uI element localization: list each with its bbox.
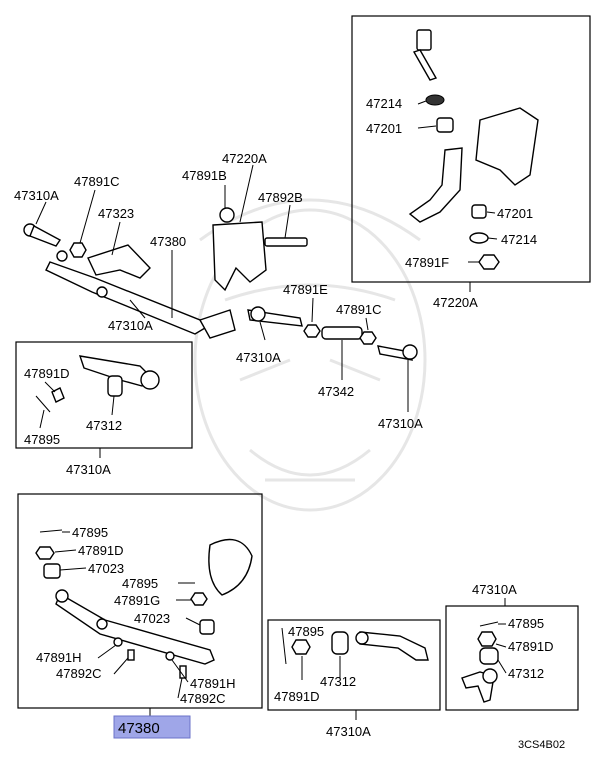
label-47323: 47323: [98, 206, 134, 221]
label-47892C-a: 47892C: [56, 666, 102, 681]
tie-rod-end-middle-parts: [281, 627, 429, 665]
label-47891D-left: 47891D: [24, 366, 70, 381]
tie-rod-end-right-leaders: [495, 623, 507, 674]
label-47312-right: 47312: [508, 666, 544, 681]
label-47220A: 47220A: [222, 151, 267, 166]
label-47891H-a: 47891H: [36, 650, 82, 665]
label-47891D-right: 47891D: [508, 639, 554, 654]
label-47895-right: 47895: [508, 616, 544, 631]
label-47312-middle: 47312: [320, 674, 356, 689]
label-47895-a: 47895: [72, 525, 108, 540]
watermark-emblem: [193, 198, 427, 512]
label-47310A-mid: 47310A: [236, 350, 281, 365]
label-47891F: 47891F: [405, 255, 449, 270]
center-link-leaders: [54, 531, 201, 699]
label-47891G: 47891G: [114, 593, 160, 608]
label-47895-b: 47895: [122, 576, 158, 591]
tie-rod-end-box-right: [445, 605, 579, 711]
tie-rod-end-box-left: [15, 341, 193, 449]
label-47312-left: 47312: [86, 418, 122, 433]
tie-rod-end-right-parts: [461, 621, 499, 703]
diagram-code: 3CS4B02: [518, 739, 565, 751]
label-47891D-b3: 47891D: [78, 543, 124, 558]
caption-47380-highlight: [113, 715, 191, 739]
main-leaders: [35, 164, 409, 412]
center-link-parts: [35, 529, 253, 679]
tie-rod-end-left-leaders: [39, 381, 115, 429]
label-47891D-middle: 47891D: [274, 689, 320, 704]
caption-47380: 47380: [118, 720, 160, 737]
idler-arm-box: [351, 15, 591, 283]
caption-47310A-right: 47310A: [472, 582, 517, 597]
idler-arm-leaders: [417, 100, 498, 263]
label-47892B: 47892B: [258, 190, 303, 205]
label-47891E: 47891E: [283, 282, 328, 297]
label-47310A-right: 47310A: [378, 416, 423, 431]
label-47891C-top: 47891C: [74, 174, 120, 189]
tie-rod-end-middle-leaders: [301, 656, 341, 680]
label-47892C-b: 47892C: [180, 691, 226, 706]
label-47310A-under-link: 47310A: [108, 318, 153, 333]
label-47342: 47342: [318, 384, 354, 399]
label-47380: 47380: [150, 234, 186, 249]
tie-rod-end-left-parts: [35, 355, 160, 413]
label-47214-top: 47214: [366, 96, 402, 111]
label-47310A-left-end: 47310A: [14, 188, 59, 203]
label-47891H-b: 47891H: [190, 676, 236, 691]
label-47891C-mid: 47891C: [336, 302, 382, 317]
label-47891B: 47891B: [182, 168, 227, 183]
caption-47310A-left: 47310A: [66, 462, 111, 477]
main-linkage-parts: [23, 207, 418, 361]
caption-47310A-middle: 47310A: [326, 724, 371, 739]
label-47023-b: 47023: [134, 611, 170, 626]
label-47895-left: 47895: [24, 432, 60, 447]
label-47214-bottom: 47214: [501, 232, 537, 247]
center-link-box: [17, 493, 263, 709]
label-47201-bottom: 47201: [497, 206, 533, 221]
label-47895-middle: 47895: [288, 624, 324, 639]
caption-47220A: 47220A: [433, 295, 478, 310]
label-47201-top: 47201: [366, 121, 402, 136]
label-47023-a: 47023: [88, 561, 124, 576]
idler-arm-parts: [408, 29, 539, 270]
tie-rod-end-box-middle: [267, 619, 441, 711]
